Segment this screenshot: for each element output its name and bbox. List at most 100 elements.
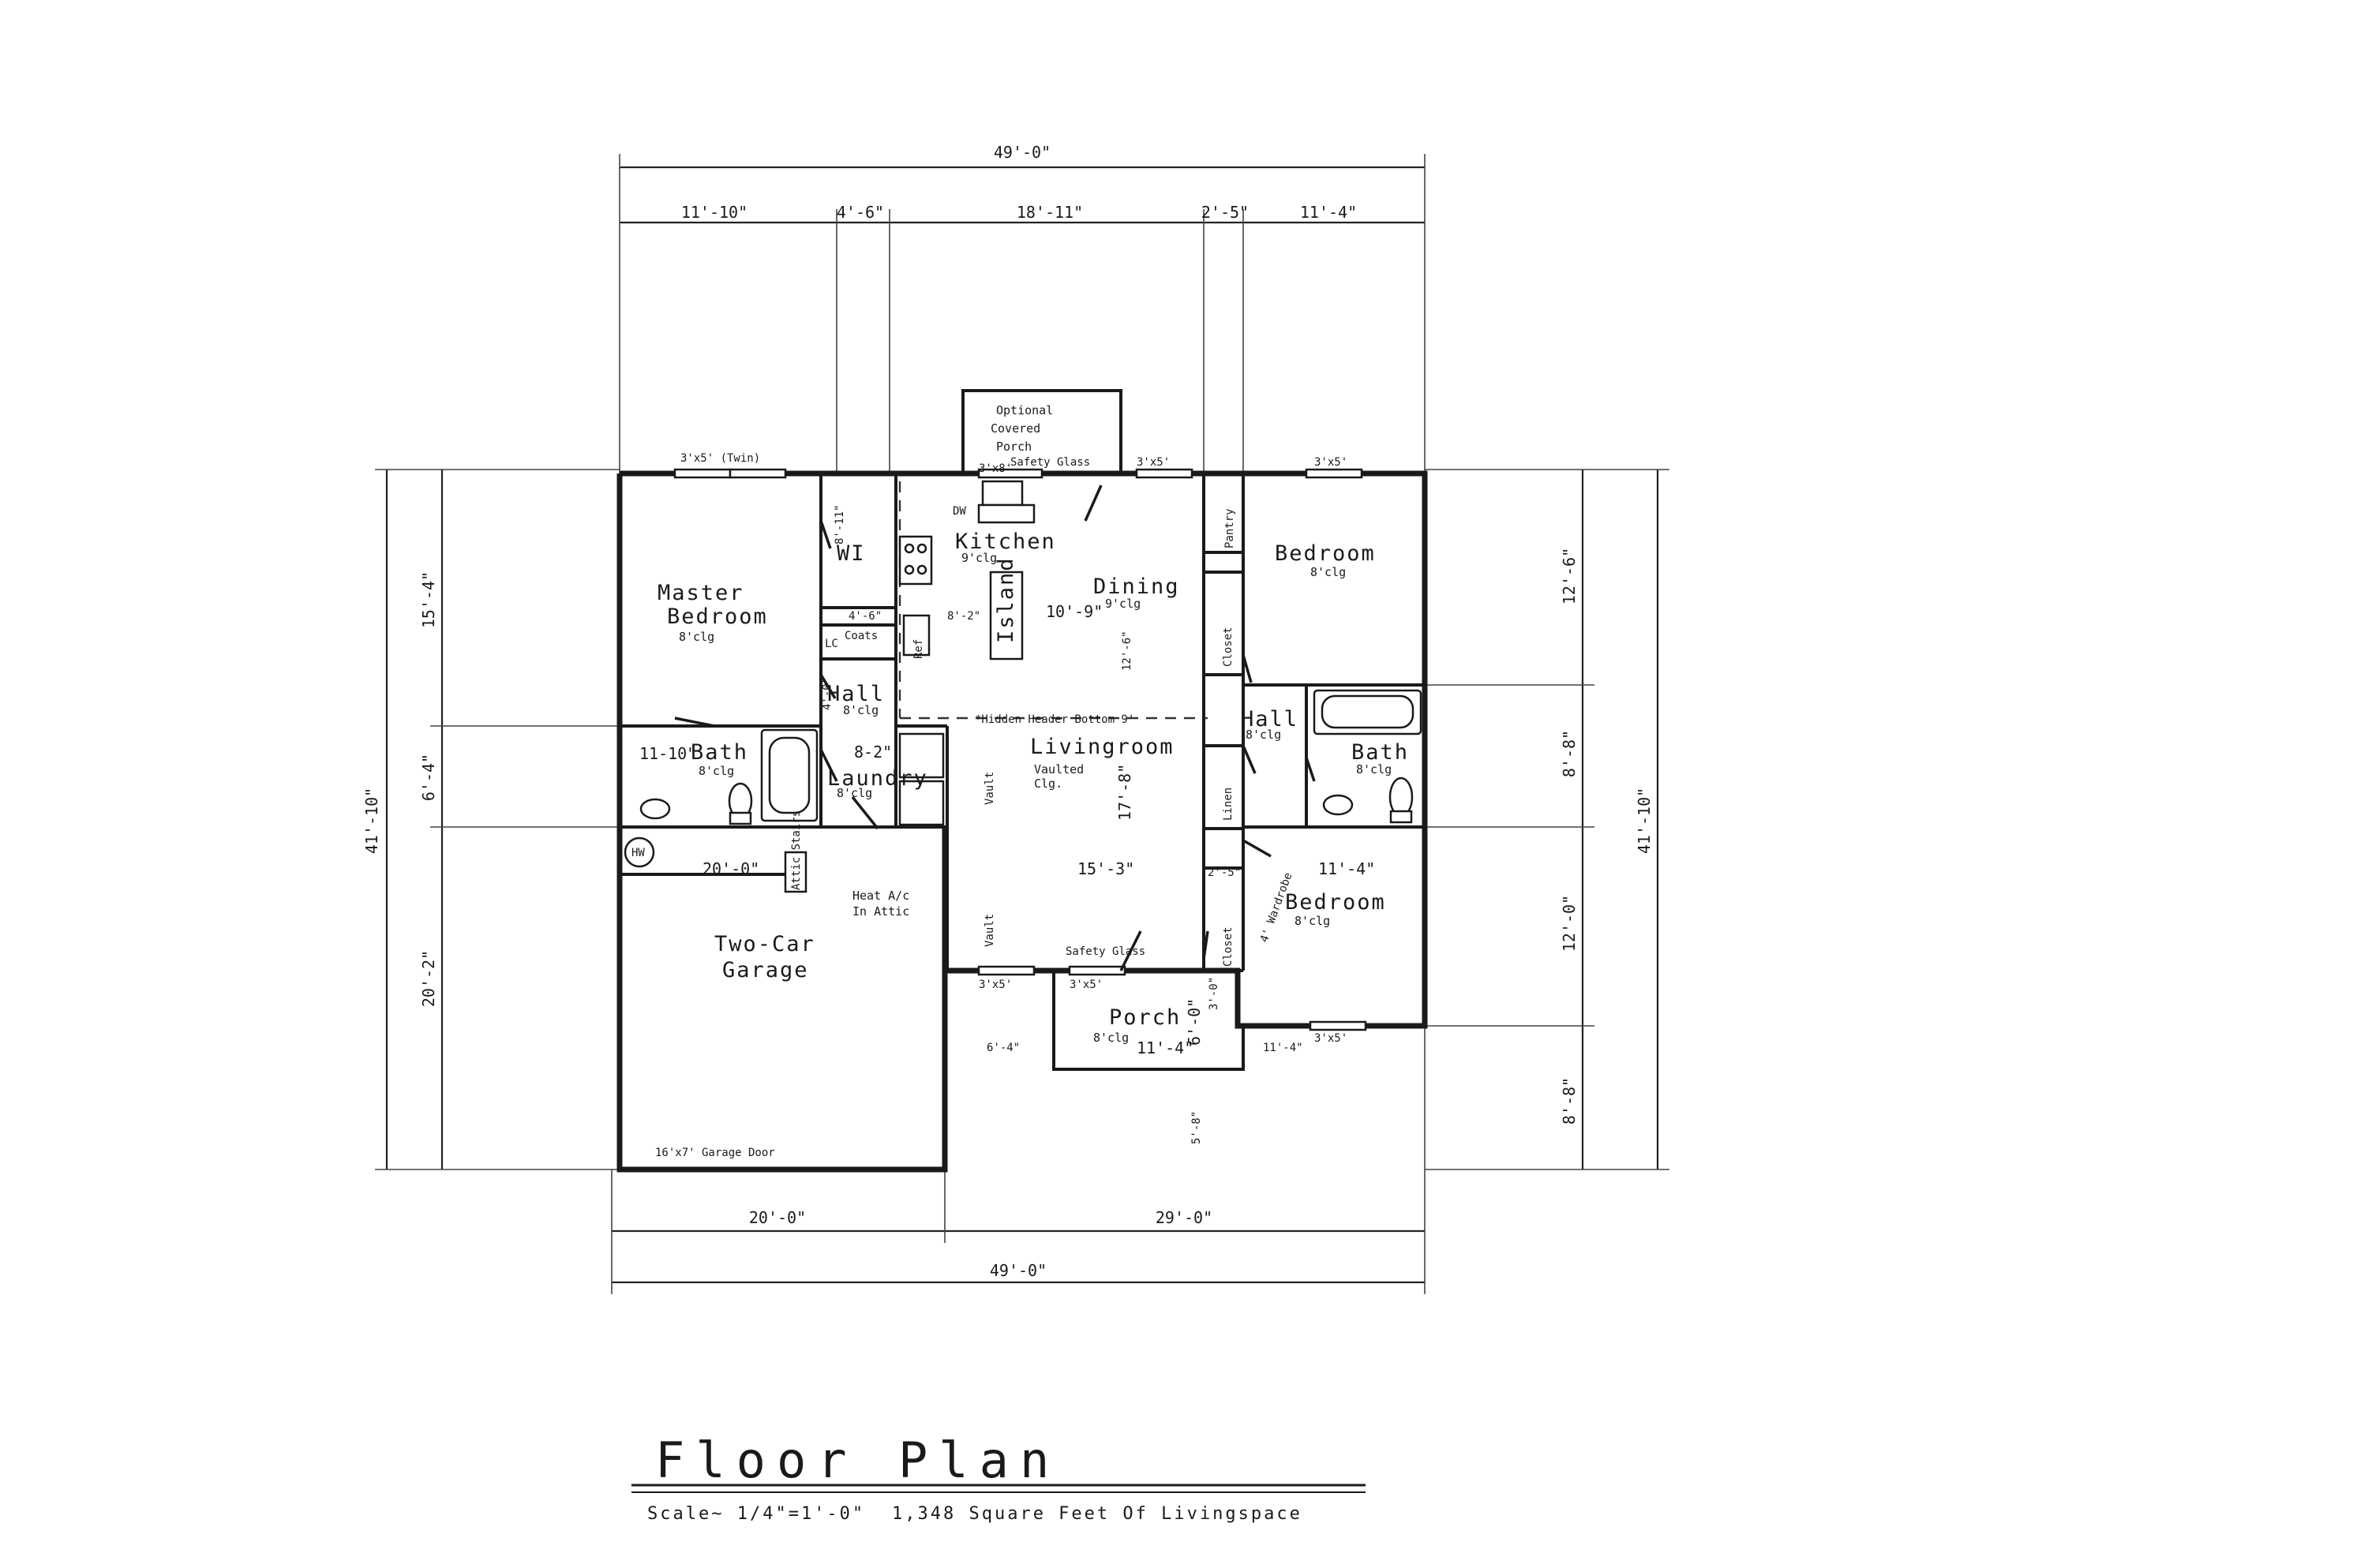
label-vault-1: Vault: [984, 772, 996, 805]
dim-top-3: 18'-11": [1017, 203, 1083, 222]
label-livingroom-clg1: Vaulted: [1034, 762, 1084, 777]
plan-area: 1,348 Square Feet Of Livingspace: [892, 1504, 1302, 1524]
label-bedroom-se: Bedroom: [1285, 890, 1386, 915]
dim-left-1: 15'-4": [419, 571, 438, 628]
dim-11-4: 11'-4": [1263, 1042, 1303, 1054]
doors: [674, 485, 1316, 971]
label-window-master: 3'x5' (Twin): [680, 452, 760, 465]
window-labels: 3'x5' (Twin) 3'x5' 3'x5' 3'x8' Safety Gl…: [680, 452, 1347, 1045]
label-porch-rear-1: Optional: [996, 403, 1053, 417]
dim-4-0: 4'-0": [821, 677, 834, 710]
dim-8-11: 8'-11": [834, 504, 846, 544]
dim-right-4: 8'-8": [1560, 1077, 1579, 1125]
dim-3-0: 3'-0": [1208, 977, 1220, 1010]
label-closet-2: Closet: [1222, 926, 1235, 967]
dim-4-6: 4'-6": [849, 610, 882, 623]
dim-bottom-2: 29'-0": [1156, 1208, 1212, 1227]
dim-top-4: 2'-5": [1201, 203, 1249, 222]
label-linen: Linen: [1222, 788, 1235, 821]
kitchen-island: [989, 571, 1024, 661]
label-bedroom-ne: Bedroom: [1275, 541, 1376, 566]
label-hall-left-clg: 8'clg: [843, 703, 879, 717]
dim-left-2: 6'-4": [419, 754, 438, 801]
label-livingroom-clg2: Clg.: [1034, 777, 1062, 791]
dim-top-5: 11'-4": [1300, 203, 1357, 222]
dim-overall-bottom: 49'-0": [990, 1261, 1047, 1280]
dim-living-h: 15'-3": [1077, 859, 1134, 878]
label-window-porch-size: 3'x8': [979, 462, 1012, 475]
dim-living-v: 17'-8": [1115, 764, 1134, 821]
dim-left-3: 20'-2": [419, 950, 438, 1007]
label-bedroom-se-clg: 8'clg: [1295, 914, 1330, 928]
label-hall-right-clg: 8'clg: [1246, 728, 1281, 742]
label-kitchen: Kitchen: [955, 530, 1056, 554]
dim-right-2: 8'-8": [1560, 730, 1579, 777]
dim-top-1: 11'-10": [681, 203, 747, 222]
label-hvac-1: Heat A/c: [852, 889, 909, 903]
label-garage-1: Two-Car: [714, 932, 815, 956]
label-master-2: Bedroom: [667, 604, 768, 629]
label-vault-2: Vault: [984, 914, 996, 947]
label-bath-left-clg: 8'clg: [699, 764, 734, 778]
label-closet-1: Closet: [1222, 627, 1235, 667]
dim-garage: 20'-0": [703, 859, 759, 878]
label-window-kitchen: 3'x5': [1137, 456, 1170, 469]
title-block: Floor Plan Scale~ 1/4"=1'-0" 1,348 Squar…: [631, 1431, 1366, 1524]
label-hall-left: Hall: [827, 682, 885, 706]
dim-5-8: 5'-8": [1190, 1111, 1203, 1144]
misc-dimensions: 8'-11" 4'-6" 4'-0" 8'-2" 12'-6" 6'-4" 11…: [821, 504, 1303, 1144]
dim-bath-left: 11-10": [639, 744, 696, 763]
dim-2-5: 2'-5": [1208, 866, 1241, 879]
label-garage-2: Garage: [722, 958, 809, 982]
label-bath-right-clg: 8'clg: [1356, 762, 1392, 777]
exterior-walls: [616, 389, 1428, 1173]
dimension-top: 49'-0" 11'-10" 4'-6" 18'-11" 2'-5" 11'-4…: [619, 143, 1426, 473]
label-dining: Dining: [1093, 574, 1180, 599]
label-hall-right: Hall: [1241, 707, 1298, 732]
label-window-living-right: 3'x5': [1070, 979, 1103, 991]
label-window-bed-ne: 3'x5': [1314, 456, 1347, 469]
dim-dining: 10'-9": [1046, 602, 1103, 621]
dim-right-1: 12'-6": [1560, 548, 1579, 604]
label-window-porch-glass: Safety Glass: [1010, 456, 1090, 469]
dim-porch-depth: 6'-0": [1185, 998, 1204, 1046]
label-porch-front: Porch: [1109, 1005, 1181, 1030]
label-lc: LC: [825, 638, 838, 650]
dim-overall-right: 41'-10": [1635, 788, 1654, 854]
label-pantry: Pantry: [1223, 508, 1236, 548]
dim-overall-left: 41'-10": [362, 788, 381, 854]
dim-bedroom-se: 11'-4": [1318, 859, 1375, 878]
dim-top-2: 4'-6": [837, 203, 884, 222]
label-hidden-header: *Hidden Header Bottom 9': [975, 713, 1134, 726]
label-master-clg: 8'clg: [679, 630, 714, 644]
label-kitchen-clg: 9'clg: [961, 551, 997, 565]
dim-right-3: 12'-0": [1560, 895, 1579, 952]
dimension-bottom: 20'-0" 29'-0" 49'-0": [611, 1026, 1426, 1294]
dimension-right: 12'-6" 8'-8" 12'-0" 8'-8" 41'-10": [1425, 469, 1669, 1170]
label-hvac-2: In Attic: [852, 904, 909, 919]
windows: [673, 468, 1367, 1031]
label-laundry: Laundry: [827, 766, 928, 791]
label-dining-clg: 9'clg: [1105, 597, 1141, 611]
label-porch-rear-2: Covered: [991, 421, 1040, 436]
label-coats: Coats: [845, 630, 878, 642]
label-wi: WI: [837, 541, 866, 566]
interior-walls: [620, 473, 1425, 972]
dim-6-4: 6'-4": [987, 1042, 1020, 1054]
dimension-left: 41'-10" 15'-4" 6'-4" 20'-2": [362, 469, 620, 1170]
label-bath-left: Bath: [691, 740, 748, 765]
label-window-bed-se: 3'x5': [1314, 1032, 1347, 1045]
dim-porch-front: 11'-4": [1137, 1038, 1193, 1057]
label-bath-right: Bath: [1351, 740, 1409, 765]
label-bedroom-ne-clg: 8'clg: [1310, 565, 1346, 579]
label-porch-rear-3: Porch: [996, 440, 1032, 454]
label-dw: DW: [953, 505, 966, 518]
plan-title: Floor Plan: [655, 1431, 1060, 1489]
dim-12-6: 12'-6": [1121, 631, 1133, 671]
label-master-1: Master: [658, 581, 744, 605]
dim-bottom-1: 20'-0": [749, 1208, 806, 1227]
label-porch-front-clg: 8'clg: [1093, 1031, 1129, 1045]
label-island: Island: [994, 556, 1018, 643]
dim-laundry: 8-2": [854, 743, 892, 762]
